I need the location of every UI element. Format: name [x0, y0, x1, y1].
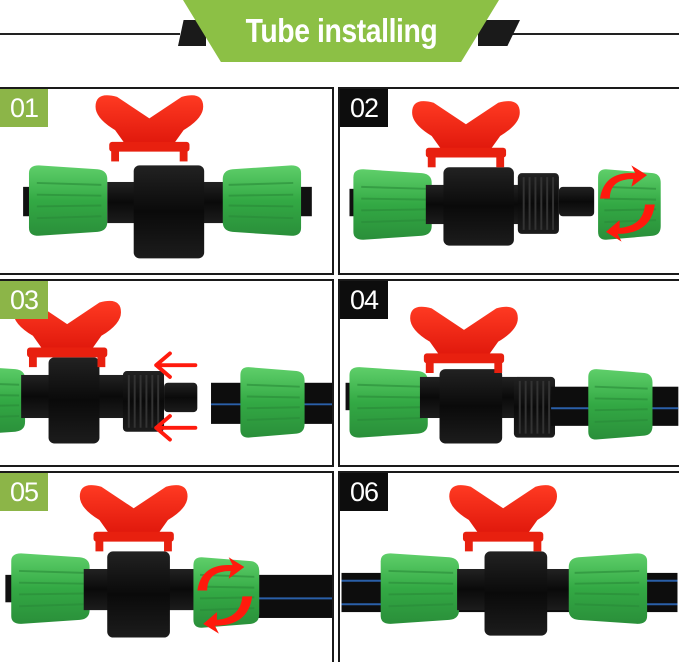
step-badge-03: 03	[0, 281, 49, 319]
tube-insert-illustration	[0, 300, 332, 444]
step-panel-03: 03	[0, 279, 334, 467]
tube-on-barb-illustration	[345, 306, 679, 444]
step-badge-02: 02	[340, 89, 389, 127]
step-badge-05: 05	[0, 473, 49, 511]
valve-unscrew-nut-illustration	[349, 101, 662, 246]
step-badge-04: 04	[340, 281, 389, 319]
header-rule-left	[0, 33, 180, 35]
step-number: 06	[350, 476, 379, 507]
step-badge-01: 01	[0, 89, 49, 127]
step-number: 03	[10, 284, 39, 315]
step-badge-06: 06	[340, 473, 389, 511]
installed-valve-illustration	[341, 485, 678, 636]
step-number: 02	[350, 92, 379, 123]
header-rule-right	[500, 33, 679, 35]
tighten-nut-illustration	[5, 485, 332, 638]
step-panel-06: 06	[338, 471, 679, 662]
title-banner: Tube installing	[183, 0, 499, 62]
step-panel-02: 02	[338, 87, 679, 275]
step-number: 01	[10, 92, 39, 123]
step-panel-01: 01	[0, 87, 334, 275]
header-banner: Tube installing	[0, 0, 679, 78]
steps-grid: 01 02	[0, 84, 679, 662]
page-title: Tube installing	[245, 12, 437, 49]
step-number: 05	[10, 476, 39, 507]
step-panel-04: 04	[338, 279, 679, 467]
step-number: 04	[350, 284, 379, 315]
valve-assembled-illustration	[23, 95, 312, 259]
step-panel-05: 05	[0, 471, 334, 662]
